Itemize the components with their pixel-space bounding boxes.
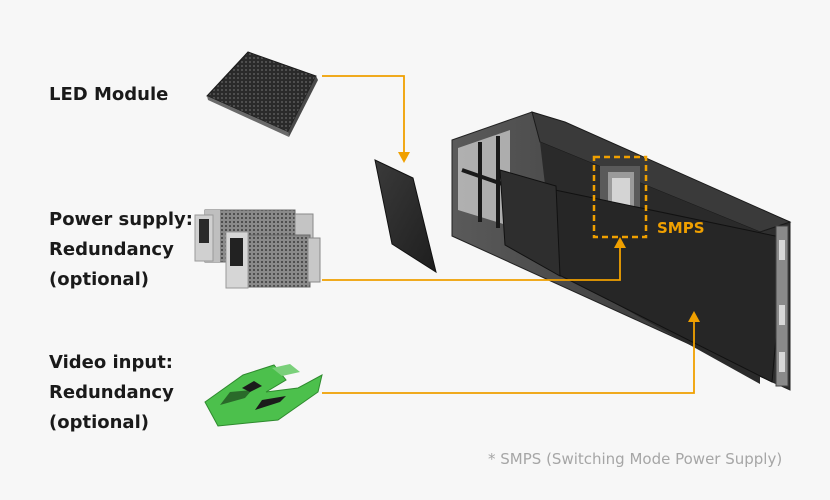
- power-supply-label-line-1: Power supply:: [49, 209, 193, 230]
- led-module-connector: [322, 75, 405, 155]
- led-cabinet-image: [451, 111, 792, 391]
- power-supply-connector: [322, 244, 621, 281]
- power-supply-label-line-2: Redundancy: [49, 239, 174, 260]
- video-input-image: [204, 364, 323, 427]
- power-supply-arrowhead: [614, 237, 626, 248]
- smps-tag: SMPS: [657, 219, 705, 237]
- power-supply-label: Power supply: Redundancy (optional): [49, 205, 193, 295]
- power-supply-label-line-3: (optional): [49, 269, 149, 290]
- video-input-label-line-3: (optional): [49, 412, 149, 433]
- video-input-label-line-2: Redundancy: [49, 382, 174, 403]
- led-module-image: [206, 51, 318, 137]
- video-input-arrowhead: [688, 311, 700, 322]
- led-panel-loose: [374, 159, 437, 274]
- smps-highlight-box: [592, 155, 648, 239]
- led-module-label: LED Module: [49, 80, 168, 110]
- footnote: * SMPS (Switching Mode Power Supply): [488, 450, 783, 468]
- led-module-arrowhead: [398, 152, 410, 163]
- led-module-label-text: LED Module: [49, 84, 169, 105]
- video-input-connector: [322, 318, 695, 394]
- video-input-label: Video input: Redundancy (optional): [49, 348, 174, 438]
- power-supply-image: [194, 209, 321, 289]
- video-input-label-line-1: Video input:: [49, 352, 173, 373]
